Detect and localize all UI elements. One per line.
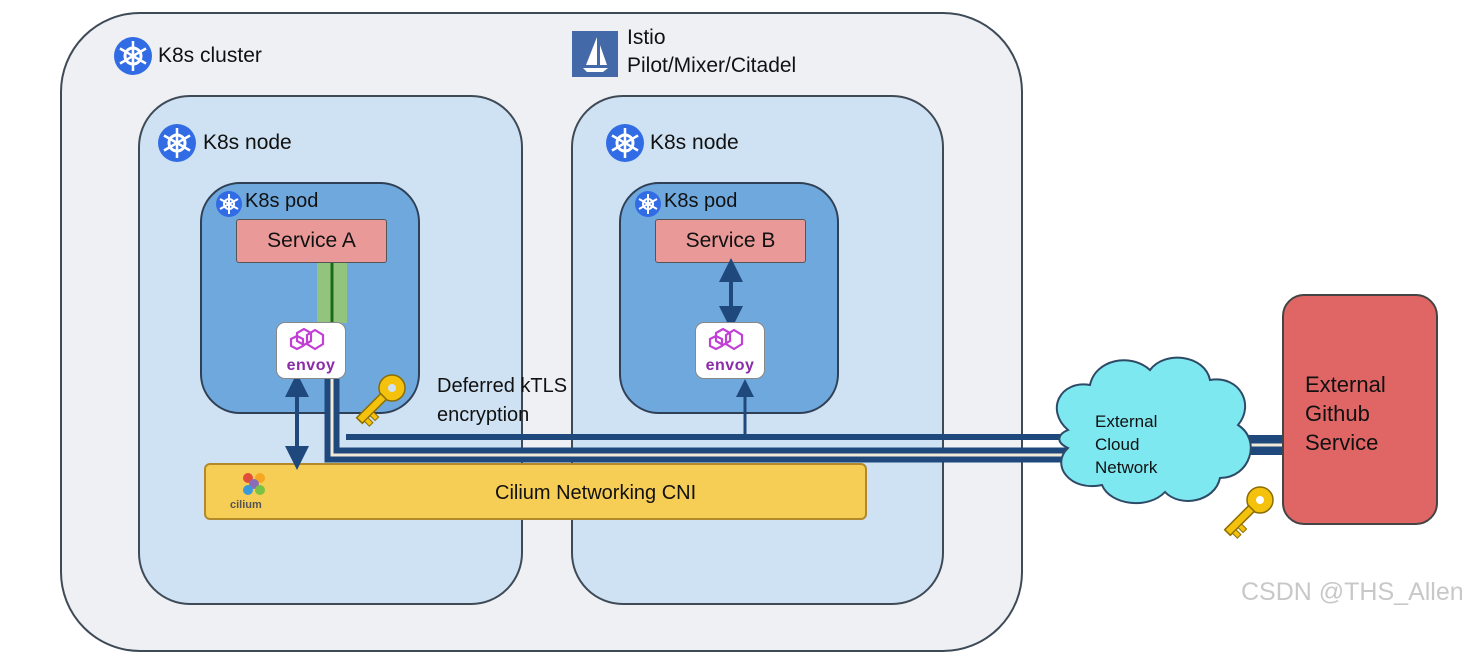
pod-right-label: K8s pod	[664, 190, 738, 212]
node-left-label: K8s node	[203, 131, 292, 154]
service-a: Service A	[236, 219, 387, 263]
key-icon	[1223, 486, 1274, 539]
ktls-note-line2: encryption	[437, 404, 530, 426]
kubernetes-helm-icon	[606, 124, 644, 162]
key-icon	[355, 374, 406, 427]
envoy-proxy-b: envoy	[695, 322, 765, 379]
cilium-logo-text: cilium	[230, 499, 262, 511]
cni-label: Cilium Networking CNI	[495, 482, 697, 504]
envoy-a-label: envoy	[286, 357, 336, 374]
external-service-line1: External	[1305, 372, 1386, 397]
external-github-service	[1282, 294, 1438, 525]
cloud-label-line2: Cloud	[1095, 435, 1140, 454]
cloud-label-line1: External	[1095, 412, 1158, 431]
service-b-label: Service B	[685, 229, 776, 252]
outbound-link-core	[330, 379, 1080, 457]
external-service-line3: Service	[1305, 430, 1379, 455]
istio-components-label: Pilot/Mixer/Citadel	[627, 54, 797, 77]
service-a-label: Service A	[267, 229, 356, 252]
watermark: CSDN @THS_Allen	[1241, 578, 1464, 606]
envoy-proxy-a: envoy	[276, 322, 346, 379]
envoy-logo-icon	[289, 327, 325, 351]
kubernetes-helm-icon	[635, 191, 661, 217]
cilium-logo-icon	[243, 473, 265, 495]
cilium-cni-bar	[204, 463, 867, 520]
external-service-label: External Github Service	[1305, 370, 1435, 457]
external-service-line2: Github	[1305, 401, 1370, 426]
envoy-b-label: envoy	[705, 357, 755, 374]
diagram-links	[114, 37, 1282, 539]
kubernetes-helm-icon	[158, 124, 196, 162]
kubernetes-helm-icon	[216, 191, 242, 217]
node-right-label: K8s node	[650, 131, 739, 154]
ktls-note-line1: Deferred kTLS	[437, 375, 568, 397]
pod-left-label: K8s pod	[245, 190, 319, 212]
cloud-label-line3: Network	[1095, 458, 1158, 477]
istio-label: Istio	[627, 26, 666, 49]
cluster-label: K8s cluster	[158, 44, 262, 67]
external-cloud-network	[1055, 356, 1252, 505]
istio-sail-icon	[572, 31, 618, 77]
envoy-logo-icon	[708, 327, 744, 351]
kubernetes-helm-icon	[114, 37, 152, 75]
